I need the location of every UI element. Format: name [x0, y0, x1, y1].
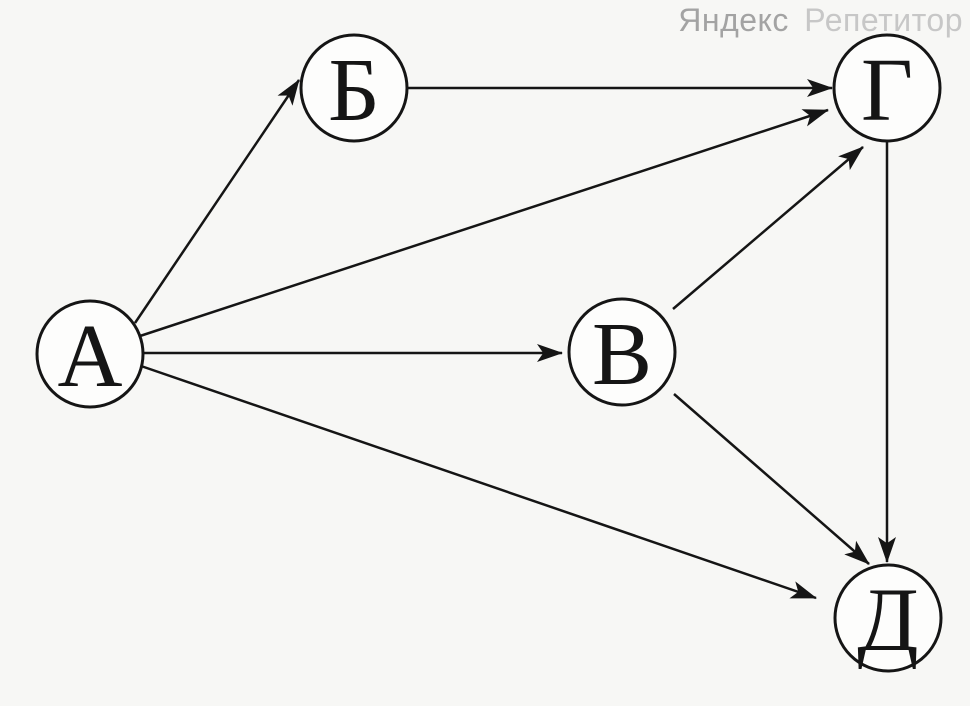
node-v-circle: [567, 297, 677, 407]
watermark-product-text: Репетитор: [804, 2, 963, 38]
node-g: Г: [832, 33, 942, 143]
edge-v-g: [672, 146, 864, 310]
node-v: В: [567, 297, 677, 407]
node-b-label: Б: [328, 41, 380, 140]
node-a-circle: [35, 299, 145, 409]
watermark: Яндекс Репетитор: [678, 2, 963, 39]
node-b: Б: [299, 33, 409, 143]
node-a: А: [35, 299, 145, 409]
edge-a-d: [140, 364, 817, 600]
watermark-brand-text: Яндекс: [678, 2, 789, 38]
edge-v-d: [673, 393, 870, 565]
node-g-label: Г: [861, 41, 913, 140]
node-d: Д: [833, 563, 943, 673]
node-b-circle: [299, 33, 409, 143]
edge-a-b: [133, 79, 301, 324]
edge-a-g: [139, 108, 829, 338]
node-d-label: Д: [857, 571, 918, 670]
node-g-circle: [832, 33, 942, 143]
node-v-label: В: [592, 305, 652, 404]
node-d-circle: [833, 563, 943, 673]
node-a-label: А: [58, 307, 123, 406]
